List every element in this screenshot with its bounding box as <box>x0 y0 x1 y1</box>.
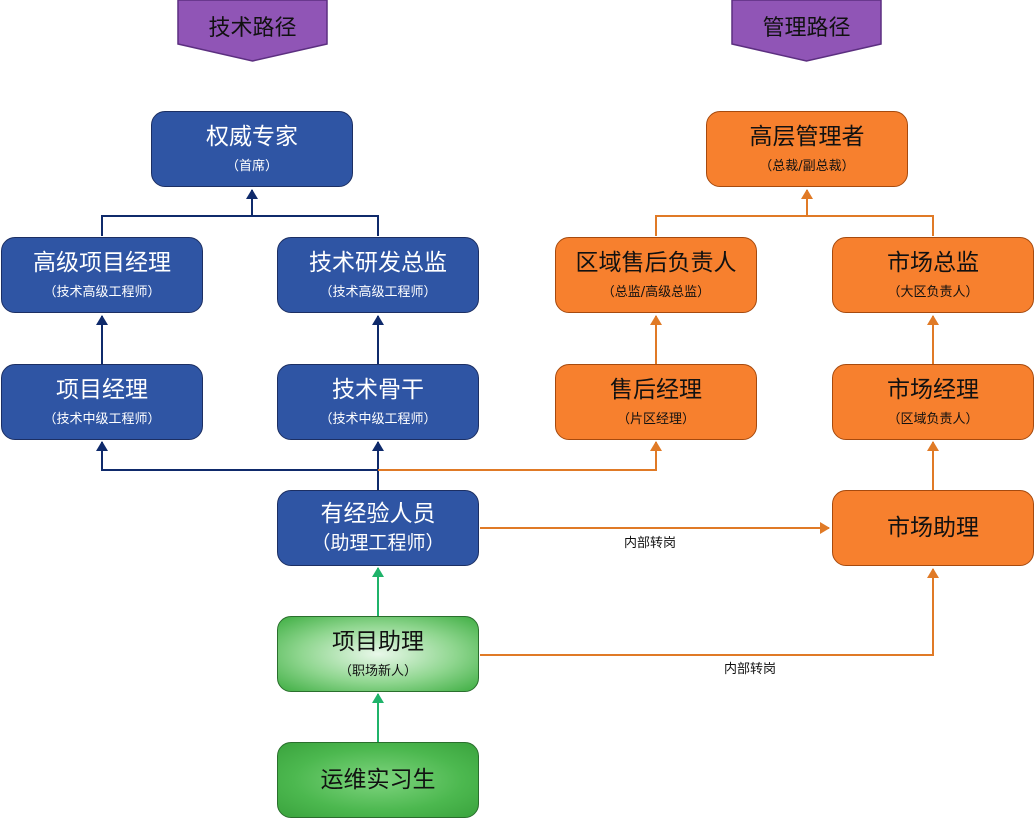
node-senior-management: 高层管理者 （总裁/副总裁） <box>706 111 908 187</box>
node-tech-backbone: 技术骨干 （技术中级工程师） <box>277 364 479 440</box>
node-rd-director: 技术研发总监 （技术高级工程师） <box>277 237 479 313</box>
edge-rd-director-to-expert <box>252 215 379 236</box>
node-subtitle: （技术中级工程师） <box>319 412 437 428</box>
edge-experienced-to-aftersales-mgr <box>378 441 662 471</box>
node-subtitle: （总监/高级总监） <box>601 285 711 301</box>
node-ops-intern: 运维实习生 <box>277 742 479 818</box>
node-subtitle: （技术中级工程师） <box>43 412 161 428</box>
node-title: 技术研发总监 <box>309 249 447 276</box>
node-title: 市场助理 <box>887 514 979 541</box>
node-aftersales-manager: 售后经理 （片区经理） <box>555 364 757 440</box>
technical-connectors <box>96 189 384 490</box>
edge-aftersales-head-to-senior <box>655 215 807 236</box>
edge-label-transfer-lower: 内部转岗 <box>724 662 777 677</box>
node-title: 项目助理 <box>332 628 424 655</box>
node-title: 高层管理者 <box>749 123 865 150</box>
technical-path-banner: 技术路径 <box>177 0 328 62</box>
node-subtitle: （技术高级工程师） <box>43 285 161 301</box>
banner-pennant-shape <box>177 0 328 62</box>
node-regional-aftersales-head: 区域售后负责人 （总监/高级总监） <box>555 237 757 313</box>
node-title: 售后经理 <box>610 376 702 403</box>
node-subtitle: （片区经理） <box>616 412 695 428</box>
edge-marketing-director-to-senior <box>807 215 934 236</box>
management-path-banner: 管理路径 <box>731 0 882 62</box>
edge-label-transfer-upper: 内部转岗 <box>624 536 677 551</box>
node-subtitle: （总裁/副总裁） <box>759 159 855 175</box>
node-marketing-manager: 市场经理 （区域负责人） <box>832 364 1034 440</box>
node-marketing-director: 市场总监 （大区负责人） <box>832 237 1034 313</box>
node-title: 技术骨干 <box>332 376 424 403</box>
node-project-manager: 项目经理 （技术中级工程师） <box>1 364 203 440</box>
node-title: 市场总监 <box>887 249 979 276</box>
node-title: 市场经理 <box>887 376 979 403</box>
edge-experienced-to-pm <box>96 441 379 490</box>
node-subtitle: （大区负责人） <box>887 285 979 301</box>
management-path-label: 管理路径 <box>762 16 851 41</box>
technical-path-label: 技术路径 <box>208 16 297 41</box>
node-subtitle: （职场新人） <box>338 664 417 680</box>
node-project-assistant: 项目助理 （职场新人） <box>277 616 479 692</box>
edge-assistant-to-marketing-assistant <box>480 568 939 656</box>
node-title: 高级项目经理 <box>33 249 171 276</box>
node-title: 运维实习生 <box>320 766 436 793</box>
management-connectors <box>378 189 939 656</box>
node-subtitle: （首席） <box>225 159 278 175</box>
node-experienced-staff: 有经验人员 （助理工程师） <box>277 490 479 566</box>
banner-pennant-shape <box>731 0 882 62</box>
node-authority-expert: 权威专家 （首席） <box>151 111 353 187</box>
node-title: 项目经理 <box>56 376 148 403</box>
node-title: 权威专家 <box>206 123 298 150</box>
node-subtitle: （助理工程师） <box>311 531 445 554</box>
node-subtitle: （区域负责人） <box>887 412 979 428</box>
edge-senior-pm-to-expert <box>101 215 252 236</box>
node-title: 有经验人员 <box>320 501 436 528</box>
node-marketing-assistant: 市场助理 <box>832 490 1034 566</box>
node-subtitle: （技术高级工程师） <box>319 285 437 301</box>
node-title: 区域售后负责人 <box>575 249 737 276</box>
node-senior-project-manager: 高级项目经理 （技术高级工程师） <box>1 237 203 313</box>
